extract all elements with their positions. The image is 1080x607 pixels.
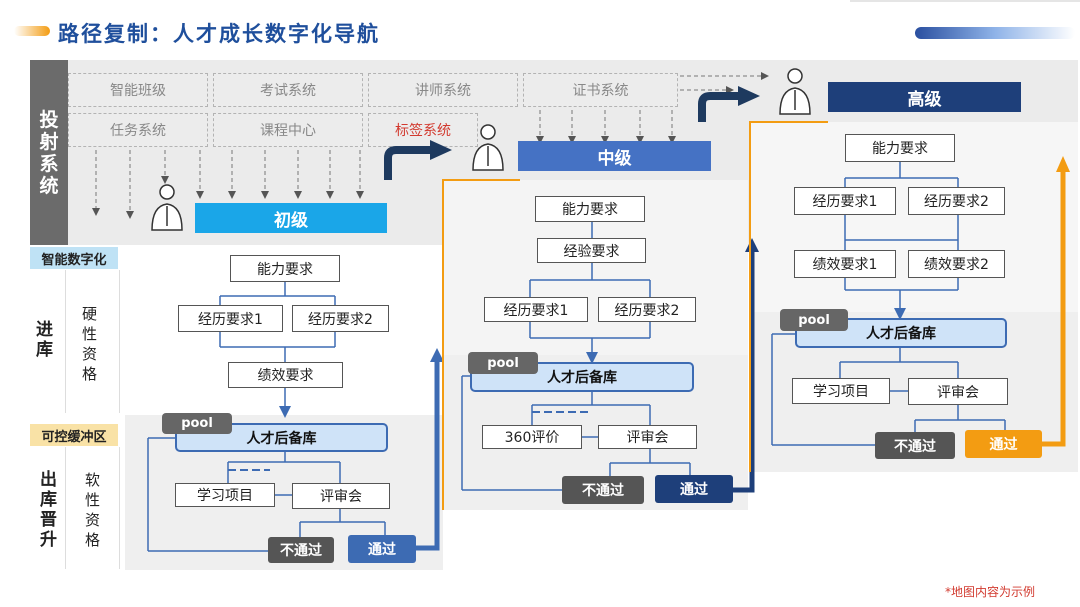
senior-talent-reserve: 人才后备库 [795,318,1007,348]
person-icon [779,68,811,115]
middle-experience-req: 经验要求 [537,238,646,263]
header-rule [850,0,1080,2]
junior-fail-button[interactable]: 不通过 [268,537,334,563]
senior-exp-req-2: 经历要求2 [908,187,1005,215]
out-char: 升 [40,530,57,550]
junior-pass-button[interactable]: 通过 [348,535,416,563]
senior-ability-req: 能力要求 [845,134,955,162]
soft-requirements: 软 性 资 格 [85,470,100,550]
middle-level-header: 中级 [518,141,711,171]
middle-ability-req: 能力要求 [535,196,645,222]
junior-pool-tag: pool [162,413,232,434]
out-stock-divider [65,447,66,569]
senior-perf-req-2: 绩效要求2 [908,250,1005,278]
hard-char: 格 [82,365,98,383]
example-footnote: *地图内容为示例 [945,585,1036,599]
in-char: 进 [36,320,53,340]
in-stock-title: 进 库 [36,320,53,360]
person-icon [472,124,504,171]
hard-char: 硬 [82,305,98,323]
header-accent-left [14,26,50,36]
junior-review-board: 评审会 [292,483,390,509]
out-char: 晋 [40,510,57,530]
senior-study-project: 学习项目 [792,378,890,404]
smart-digital-tag: 智能数字化 [30,247,118,269]
in-stock-divider [65,270,66,413]
mapping-char: 系 [39,152,59,175]
senior-level-header: 高级 [828,82,1021,112]
system-certificate: 证书系统 [523,73,678,107]
page-title: 路径复制：人才成长数字化导航 [58,22,380,46]
system-tag: 标签系统 [368,113,478,147]
system-smart-class: 智能班级 [68,73,208,107]
junior-ability-req: 能力要求 [230,255,340,282]
middle-exp-req-2: 经历要求2 [598,297,696,322]
mapping-char: 投 [39,108,59,131]
middle-fail-button[interactable]: 不通过 [562,476,644,504]
mapping-char: 射 [39,130,59,153]
out-stock-title: 出 库 晋 升 [40,470,57,550]
middle-pass-button[interactable]: 通过 [655,475,733,503]
buffer-zone-tag: 可控缓冲区 [30,424,118,446]
junior-perf-req: 绩效要求 [228,362,343,388]
hard-char: 性 [82,325,98,343]
middle-exp-req-1: 经历要求1 [484,297,588,322]
out-char: 出 [40,470,57,490]
junior-study-project: 学习项目 [175,483,275,507]
soft-char: 软 [85,471,101,489]
senior-review-board: 评审会 [908,378,1008,405]
senior-fail-button[interactable]: 不通过 [875,432,955,459]
soft-char: 资 [85,511,101,529]
senior-perf-req-1: 绩效要求1 [794,250,896,278]
system-exam: 考试系统 [213,73,363,107]
header-accent-right [915,27,1075,39]
senior-exp-req-1: 经历要求1 [794,187,896,215]
out-stock-panel [30,447,120,569]
soft-char: 格 [85,531,101,549]
out-char: 库 [40,490,57,510]
junior-exp-req-1: 经历要求1 [178,305,283,332]
system-course: 课程中心 [213,113,363,147]
middle-pool-tag: pool [468,352,538,374]
senior-pass-button[interactable]: 通过 [965,430,1042,458]
middle-review-board: 评审会 [598,425,697,449]
system-lecturer: 讲师系统 [368,73,518,107]
in-char: 库 [36,340,53,360]
senior-pool-tag: pool [780,309,848,331]
hard-char: 资 [82,345,98,363]
person-icon [151,184,183,231]
in-stock-panel [30,270,120,413]
junior-level-header: 初级 [195,203,387,233]
junior-exp-req-2: 经历要求2 [292,305,389,332]
hard-requirements: 硬 性 资 格 [82,304,97,384]
middle-360-evaluation: 360评价 [482,425,582,449]
soft-char: 性 [85,491,101,509]
mapping-system-label: 投 射 系 统 [30,60,68,245]
system-task: 任务系统 [68,113,208,147]
mapping-char: 统 [39,174,59,197]
